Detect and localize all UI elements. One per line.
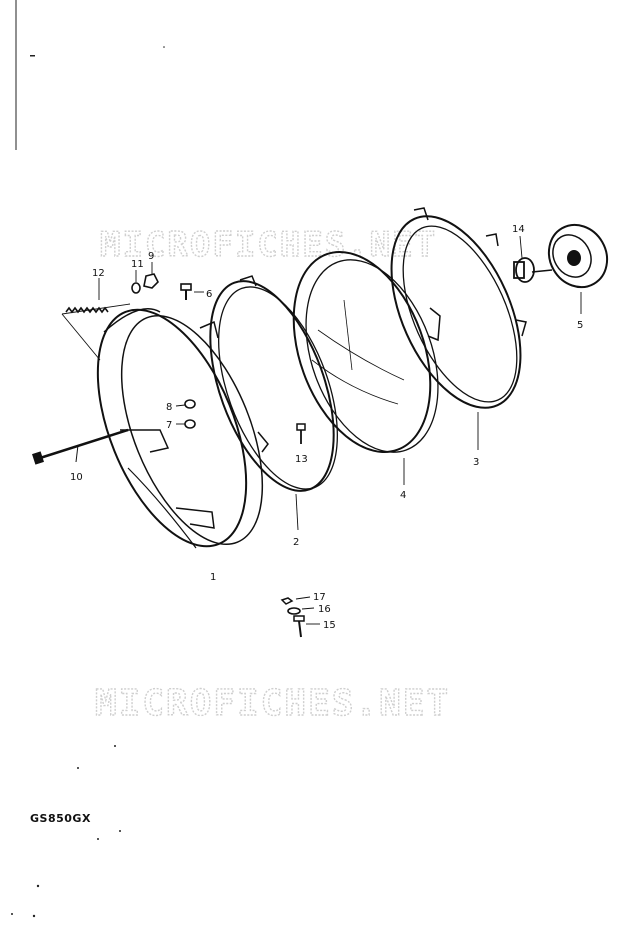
callout-8: 8 — [166, 402, 172, 413]
callout-13: 13 — [295, 454, 308, 465]
part-13-screw — [296, 423, 306, 444]
callout-6: 6 — [206, 289, 212, 300]
callout-7: 7 — [166, 420, 172, 431]
callout-2: 2 — [293, 537, 299, 548]
part-11-washer — [131, 270, 141, 294]
part-6-screw — [180, 283, 204, 300]
part-8-cushion — [175, 399, 196, 409]
part-4-lens-unit — [292, 250, 441, 485]
callout-14: 14 — [512, 224, 525, 235]
scan-specks — [11, 46, 165, 918]
part-3-ring — [390, 207, 527, 450]
callout-9: 9 — [148, 251, 154, 262]
part-16-washer — [287, 607, 315, 615]
callout-4: 4 — [400, 490, 406, 501]
part-9-nut — [143, 262, 159, 289]
callout-11: 11 — [131, 259, 144, 270]
callout-5: 5 — [577, 320, 583, 331]
part-15-bolt — [293, 615, 320, 638]
part-5-socket — [547, 223, 609, 314]
part-12-spring — [61, 278, 131, 361]
callout-3: 3 — [473, 457, 479, 468]
watermark-bottom: MICROFICHES.NET — [95, 683, 450, 724]
model-label: GS850GX — [30, 812, 91, 825]
callout-10: 10 — [70, 472, 83, 483]
callout-16: 16 — [318, 604, 331, 615]
part-17-nut — [280, 596, 311, 605]
part-2-rim — [199, 275, 338, 531]
callout-15: 15 — [323, 620, 336, 631]
part-14-bulb — [513, 235, 553, 283]
part-10-bolt — [32, 428, 129, 465]
watermark-top: MICROFICHES.NET — [100, 225, 437, 265]
callout-1: 1 — [210, 572, 216, 583]
callout-12: 12 — [92, 268, 105, 279]
part-7-washer — [176, 419, 196, 429]
callout-17: 17 — [313, 592, 326, 603]
part-1-housing — [96, 308, 264, 549]
